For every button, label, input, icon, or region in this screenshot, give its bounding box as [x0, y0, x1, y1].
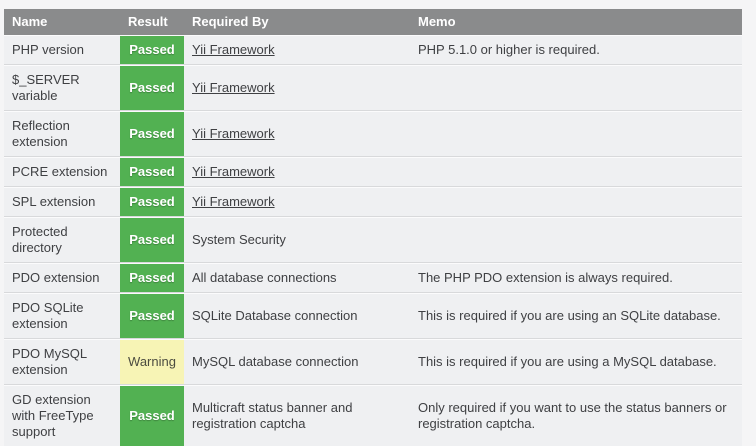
column-header-required-by: Required By — [184, 9, 410, 35]
result-badge-cell: Passed — [120, 111, 184, 157]
memo-cell: This is required if you are using an SQL… — [410, 293, 742, 339]
result-badge-cell: Passed — [120, 385, 184, 446]
requirement-name-cell: PDO extension — [4, 263, 120, 293]
memo-cell — [410, 157, 742, 187]
table-body: PHP version Passed Yii Framework PHP 5.1… — [4, 35, 742, 446]
memo-cell: The PHP PDO extension is always required… — [410, 263, 742, 293]
requirement-name-cell: SPL extension — [4, 187, 120, 217]
table-row: GD extension with FreeType support Passe… — [4, 385, 742, 446]
result-badge-cell: Passed — [120, 187, 184, 217]
result-badge-cell: Passed — [120, 293, 184, 339]
requirement-name-cell: PHP version — [4, 35, 120, 65]
required-by-link[interactable]: Yii Framework — [192, 164, 275, 179]
required-by-cell: System Security — [184, 217, 410, 263]
memo-cell: PHP 5.1.0 or higher is required. — [410, 35, 742, 65]
required-by-cell: SQLite Database connection — [184, 293, 410, 339]
table-row: SPL extension Passed Yii Framework — [4, 187, 742, 217]
result-badge-cell: Warning — [120, 339, 184, 385]
result-badge-cell: Passed — [120, 157, 184, 187]
table-row: Reflection extension Passed Yii Framewor… — [4, 111, 742, 157]
required-by-link[interactable]: Yii Framework — [192, 80, 275, 95]
memo-cell — [410, 187, 742, 217]
required-by-cell: Yii Framework — [184, 111, 410, 157]
requirements-table: Name Result Required By Memo PHP version… — [4, 9, 742, 446]
required-by-cell: Yii Framework — [184, 187, 410, 217]
required-by-cell: Yii Framework — [184, 65, 410, 111]
table-row: PDO extension Passed All database connec… — [4, 263, 742, 293]
required-by-cell: Yii Framework — [184, 157, 410, 187]
table-row: PCRE extension Passed Yii Framework — [4, 157, 742, 187]
memo-cell — [410, 217, 742, 263]
table-row: PHP version Passed Yii Framework PHP 5.1… — [4, 35, 742, 65]
table-row: Protected directory Passed System Securi… — [4, 217, 742, 263]
result-badge-cell: Passed — [120, 217, 184, 263]
table-header: Name Result Required By Memo — [4, 9, 742, 35]
column-header-result: Result — [120, 9, 184, 35]
memo-cell: Only required if you want to use the sta… — [410, 385, 742, 446]
requirement-name-cell: PCRE extension — [4, 157, 120, 187]
memo-cell — [410, 111, 742, 157]
result-badge-cell: Passed — [120, 263, 184, 293]
column-header-memo: Memo — [410, 9, 742, 35]
required-by-cell: Yii Framework — [184, 35, 410, 65]
requirement-name-cell: Protected directory — [4, 217, 120, 263]
result-badge-cell: Passed — [120, 65, 184, 111]
requirement-name-cell: PDO SQLite extension — [4, 293, 120, 339]
requirement-name-cell: Reflection extension — [4, 111, 120, 157]
required-by-link[interactable]: Yii Framework — [192, 42, 275, 57]
requirement-name-cell: $_SERVER variable — [4, 65, 120, 111]
required-by-cell: Multicraft status banner and registratio… — [184, 385, 410, 446]
required-by-link[interactable]: Yii Framework — [192, 126, 275, 141]
required-by-cell: All database connections — [184, 263, 410, 293]
column-header-name: Name — [4, 9, 120, 35]
requirement-name-cell: PDO MySQL extension — [4, 339, 120, 385]
result-badge-cell: Passed — [120, 35, 184, 65]
requirement-name-cell: GD extension with FreeType support — [4, 385, 120, 446]
table-row: PDO SQLite extension Passed SQLite Datab… — [4, 293, 742, 339]
memo-cell — [410, 65, 742, 111]
required-by-cell: MySQL database connection — [184, 339, 410, 385]
table-row: $_SERVER variable Passed Yii Framework — [4, 65, 742, 111]
memo-cell: This is required if you are using a MySQ… — [410, 339, 742, 385]
required-by-link[interactable]: Yii Framework — [192, 194, 275, 209]
table-row: PDO MySQL extension Warning MySQL databa… — [4, 339, 742, 385]
